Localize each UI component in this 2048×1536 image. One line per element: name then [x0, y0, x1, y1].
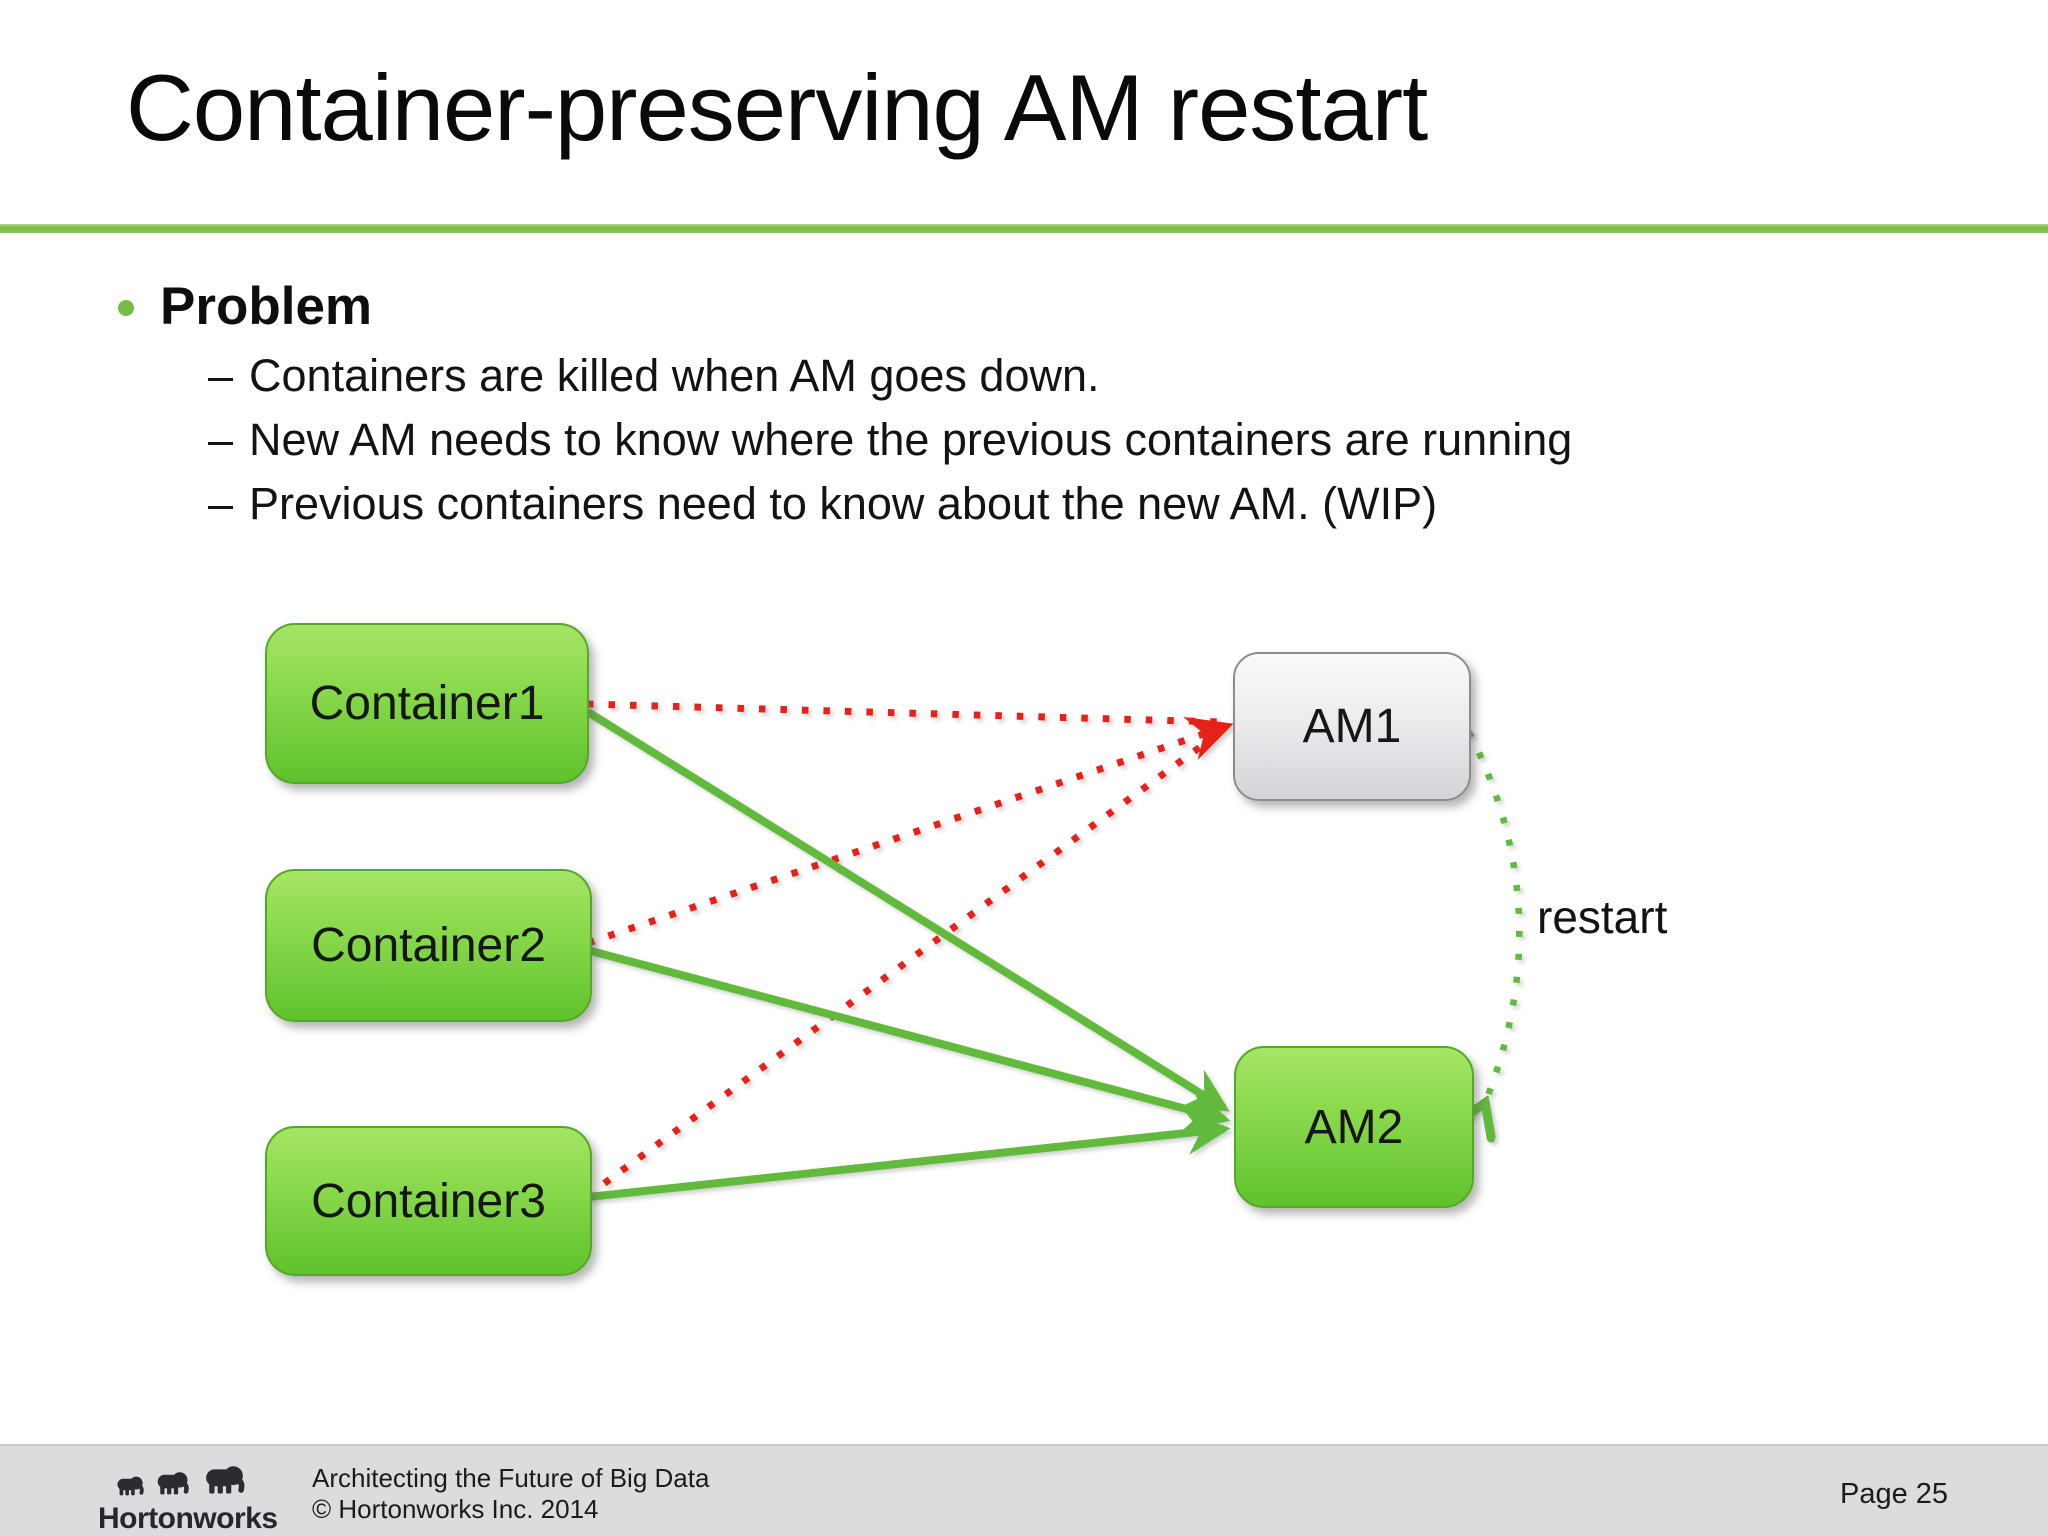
title-underline	[0, 224, 2048, 233]
bullet-item: –Previous containers need to know about …	[208, 472, 1572, 536]
red-dotted-link-container2-am1	[586, 716, 1234, 947]
footer-bar: Hortonworks Architecting the Future of B…	[0, 1444, 2048, 1536]
red-dotted-link-container1-am1	[586, 700, 1223, 726]
logo-wordmark: Hortonworks	[98, 1502, 278, 1535]
bullet-text: Containers are killed when AM goes down.	[249, 350, 1100, 401]
green-link-container2-am2	[589, 947, 1231, 1131]
am1-label: AM1	[1302, 700, 1402, 753]
bullet-text: Previous containers need to know about t…	[249, 478, 1438, 529]
page-title: Container-preserving AM restart	[126, 55, 1428, 160]
restart-label: restart	[1537, 891, 1668, 943]
bullet-dash: –	[208, 414, 234, 465]
container1-node: Container1	[265, 623, 589, 784]
problem-bullet: Problem	[118, 276, 372, 337]
am2-label: AM2	[1304, 1100, 1404, 1154]
container3-node: Container3	[265, 1126, 592, 1276]
bullet-text: New AM needs to know where the previous …	[249, 414, 1573, 465]
problem-heading: Problem	[160, 277, 373, 336]
footer-tagline: Architecting the Future of Big Data © Ho…	[312, 1463, 709, 1525]
green-link-container1-am2	[585, 708, 1230, 1112]
bullet-dash: –	[208, 478, 234, 529]
bullet-dot-icon	[118, 300, 134, 316]
bullet-item: –Containers are killed when AM goes down…	[208, 344, 1572, 408]
bullet-list: –Containers are killed when AM goes down…	[208, 344, 1572, 536]
footer-tagline-line1: Architecting the Future of Big Data	[312, 1463, 710, 1493]
hortonworks-elephants-icon	[117, 1466, 245, 1496]
container3-label: Container3	[311, 1174, 546, 1228]
green-link-container3-am2	[587, 1111, 1231, 1201]
container2-label: Container2	[311, 919, 546, 972]
restart-dotted-curve-am1-am2	[1469, 730, 1523, 1108]
container1-label: Container1	[309, 677, 545, 730]
bullet-item: –New AM needs to know where the previous…	[208, 408, 1572, 472]
red-dotted-link-container3-am1	[584, 728, 1225, 1199]
container2-node: Container2	[265, 869, 592, 1022]
page-number: Page 25	[1840, 1478, 1949, 1510]
bullet-dash: –	[208, 350, 234, 401]
footer-tagline-line2: © Hortonworks Inc. 2014	[312, 1494, 599, 1524]
am2-node: AM2	[1234, 1046, 1474, 1208]
am1-node: AM1	[1233, 652, 1471, 801]
